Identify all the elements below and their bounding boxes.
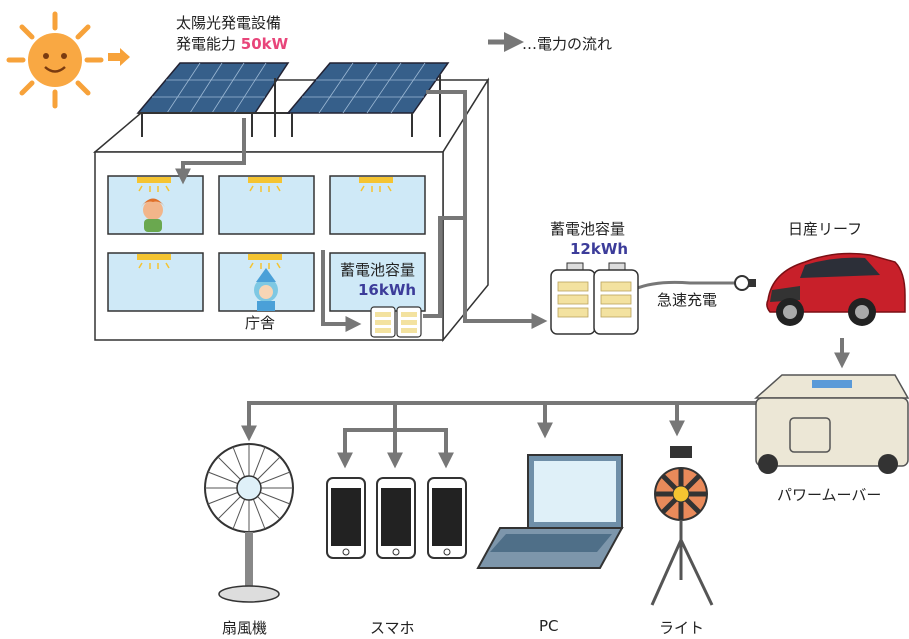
building-label: 庁舎 [245, 314, 276, 332]
device-label-light: ライト [659, 619, 705, 637]
solar-panel-icon [136, 62, 290, 137]
solar-panel-icon [286, 62, 450, 137]
sun-arrow-icon [108, 48, 130, 66]
device-label-smartphone: スマホ [370, 619, 415, 637]
station-battery-icon [550, 262, 639, 335]
car-label: 日産リーフ [788, 220, 863, 238]
building-battery-icon [370, 306, 422, 338]
building-battery-title: 蓄電池容量 [340, 261, 416, 279]
sun-icon [6, 11, 104, 109]
laptop-icon [476, 454, 624, 569]
legend-label: …電力の流れ [522, 35, 613, 53]
smartphone-icon [376, 477, 416, 559]
device-label-pc: PC [539, 617, 559, 635]
charging-plug-icon [734, 275, 756, 291]
power-mover-label: パワームーバー [777, 486, 882, 504]
mascot-icon [254, 268, 278, 311]
solar-capacity-line: 発電能力 50kW [176, 33, 288, 54]
power-mover-icon [754, 374, 909, 474]
smartphone-icon [427, 477, 467, 559]
smartphone-icon [326, 477, 366, 559]
car-icon [766, 252, 906, 326]
solar-title: 太陽光発電設備 [176, 14, 282, 32]
fan-icon [204, 443, 294, 603]
station-battery-title: 蓄電池容量 [550, 220, 626, 238]
station-battery-capacity: 12kWh [570, 240, 629, 258]
device-label-fan: 扇風機 [222, 619, 268, 637]
work-light-icon [650, 446, 714, 606]
person-icon [141, 198, 165, 232]
building-battery-capacity: 16kWh [358, 281, 417, 299]
power-flow-lines [175, 90, 850, 469]
solar-capacity-value: 50kW [240, 35, 289, 53]
solar-capacity-prefix: 発電能力 [176, 35, 237, 53]
charging-label: 急速充電 [657, 291, 718, 309]
